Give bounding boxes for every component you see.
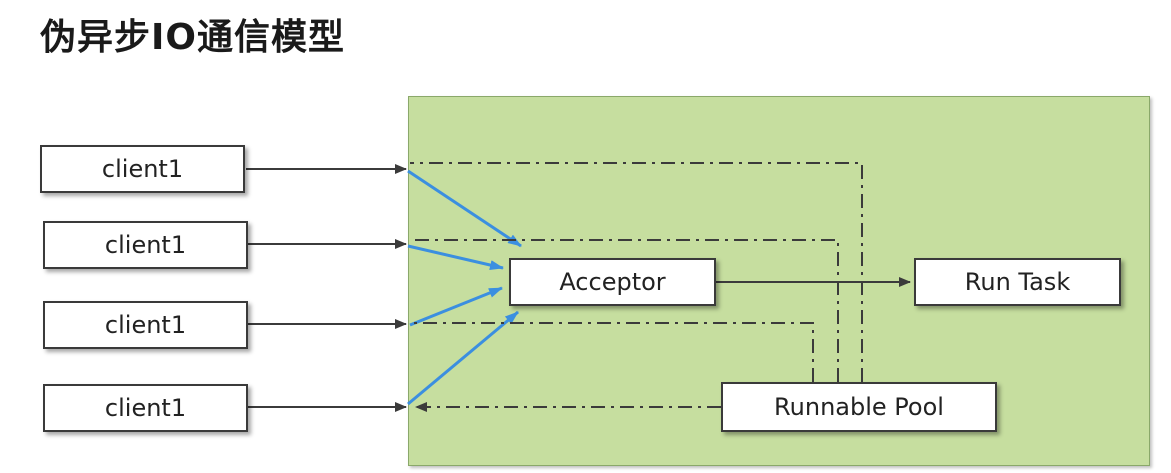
run-task-box: Run Task — [914, 258, 1121, 306]
client-label: client1 — [104, 394, 187, 422]
client-box-4: client1 — [43, 384, 248, 432]
runnable-pool-label: Runnable Pool — [774, 393, 944, 421]
runnable-pool-box: Runnable Pool — [721, 382, 997, 432]
client-label: client1 — [104, 231, 187, 259]
client-label: client1 — [104, 311, 187, 339]
client-label: client1 — [101, 155, 184, 183]
run-task-label: Run Task — [964, 268, 1071, 296]
acceptor-label: Acceptor — [559, 268, 666, 296]
acceptor-box: Acceptor — [509, 258, 716, 306]
client-box-3: client1 — [43, 301, 248, 349]
diagram-title: 伪异步IO通信模型 — [40, 17, 345, 58]
client-box-1: client1 — [40, 145, 245, 193]
client-box-2: client1 — [43, 221, 248, 269]
